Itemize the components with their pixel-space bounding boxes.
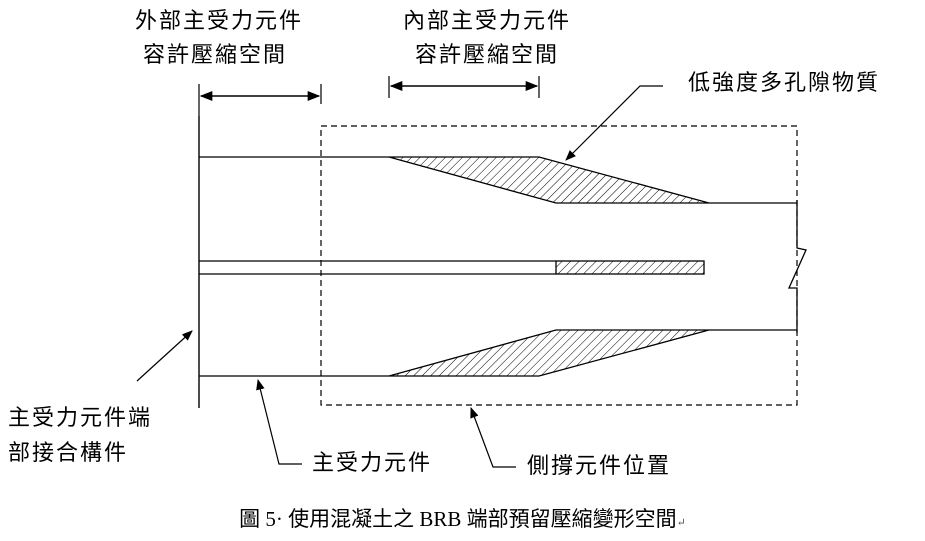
end-connector-label-line1: 主受力元件端 [8, 406, 153, 431]
end-connector-leader [136, 330, 193, 382]
porous-material-leader [565, 85, 663, 161]
brace-position-leader [470, 406, 516, 468]
figure-caption: 圖 5· 使用混凝土之 BRB 端部預留壓縮變形空間↵ [0, 505, 925, 537]
paragraph-mark-icon: ↵ [676, 517, 686, 529]
main-member-leader [256, 378, 302, 465]
break-line [787, 200, 807, 333]
main-member-label: 主受力元件 [312, 451, 433, 476]
figure-caption-text: 圖 5· 使用混凝土之 BRB 端部預留壓縮變形空間 [239, 507, 677, 531]
brace-region-box [320, 125, 798, 406]
lower-porous-wedge [388, 329, 710, 377]
end-connector-label-line2: 部接合構件 [8, 441, 129, 466]
porous-material-label: 低強度多孔隙物質 [688, 71, 881, 96]
inner-space-label-line2: 容許壓縮空間 [414, 43, 559, 68]
core-porous-block [555, 260, 705, 275]
outer-space-label-line2: 容許壓縮空間 [142, 43, 287, 68]
brace-position-label: 側撐元件位置 [527, 454, 672, 479]
outer-space-label-line1: 外部主受力元件 [135, 9, 304, 34]
upper-porous-wedge [388, 156, 710, 204]
inner-space-label-line1: 內部主受力元件 [402, 9, 571, 34]
